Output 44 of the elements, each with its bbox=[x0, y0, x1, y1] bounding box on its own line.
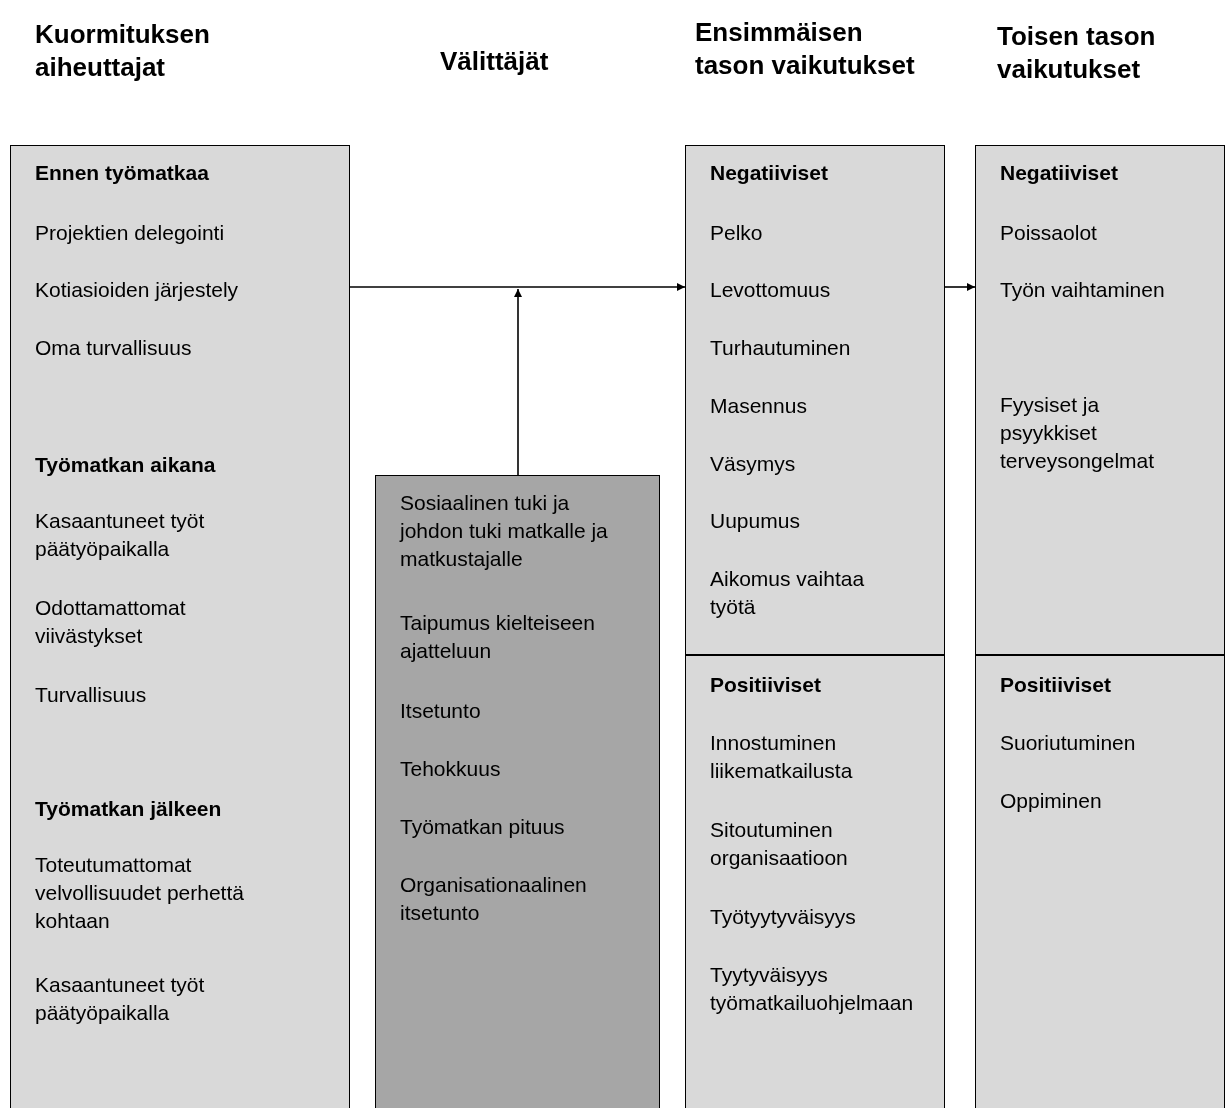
column-heading: Välittäjät bbox=[440, 45, 549, 78]
section-heading: Ennen työmatkaa bbox=[35, 160, 210, 186]
column-heading: Kuormituksen aiheuttajat bbox=[35, 18, 211, 84]
list-item: Kasaantuneet työt päätyöpaikalla bbox=[35, 508, 206, 562]
list-item: Levottomuus bbox=[710, 277, 832, 303]
list-item: Pelko bbox=[710, 220, 764, 246]
list-item: Oma turvallisuus bbox=[35, 335, 193, 361]
section-heading: Työmatkan jälkeen bbox=[35, 796, 223, 822]
list-item: Turhautuminen bbox=[710, 335, 852, 361]
list-item: Tehokkuus bbox=[400, 756, 502, 782]
list-item: Odottamattomat viivästykset bbox=[35, 595, 187, 649]
list-item: Uupumus bbox=[710, 508, 801, 534]
list-item: Tyytyväisyys työmatkailuohjelmaan bbox=[710, 962, 915, 1016]
list-item: Työn vaihtaminen bbox=[1000, 277, 1165, 303]
list-item: Työmatkan pituus bbox=[400, 814, 566, 840]
list-item: Fyysiset ja psyykkiset terveysongelmat bbox=[1000, 392, 1156, 474]
list-item: Työtyytyväisyys bbox=[710, 904, 857, 930]
list-item: Väsymys bbox=[710, 451, 797, 477]
list-item: Aikomus vaihtaa työtä bbox=[710, 566, 866, 620]
list-item: Taipumus kielteiseen ajatteluun bbox=[400, 610, 596, 664]
list-item: Oppiminen bbox=[1000, 788, 1103, 814]
list-item: Turvallisuus bbox=[35, 682, 148, 708]
section-heading: Negatiiviset bbox=[710, 160, 829, 186]
list-item: Poissaolot bbox=[1000, 220, 1098, 246]
section-heading: Positiiviset bbox=[1000, 672, 1112, 698]
arrow bbox=[944, 283, 976, 291]
section-heading: Positiiviset bbox=[710, 672, 822, 698]
section-heading: Työmatkan aikana bbox=[35, 452, 217, 478]
list-item: Innostuminen liikematkailusta bbox=[710, 730, 854, 784]
column-heading: Toisen tason vaikutukset bbox=[997, 20, 1157, 86]
arrow bbox=[514, 288, 522, 476]
list-item: Itsetunto bbox=[400, 698, 482, 724]
list-item: Organisationaalinen itsetunto bbox=[400, 872, 588, 926]
column-heading: Ensimmäisen tason vaikutukset bbox=[695, 16, 916, 82]
list-item: Kasaantuneet työt päätyöpaikalla bbox=[35, 972, 206, 1026]
list-item: Suoriutuminen bbox=[1000, 730, 1137, 756]
list-item: Masennus bbox=[710, 393, 808, 419]
list-item: Projektien delegointi bbox=[35, 220, 226, 246]
list-item: Sitoutuminen organisaatioon bbox=[710, 817, 849, 871]
list-item: Kotiasioiden järjestely bbox=[35, 277, 240, 303]
section-heading: Negatiiviset bbox=[1000, 160, 1119, 186]
list-item: Toteutumattomat velvollisuudet perhettä kohtaan bbox=[35, 852, 245, 934]
arrow bbox=[349, 283, 686, 291]
list-item: Sosiaalinen tuki ja johdon tuki matkalle ja matkustajalle bbox=[400, 490, 609, 572]
